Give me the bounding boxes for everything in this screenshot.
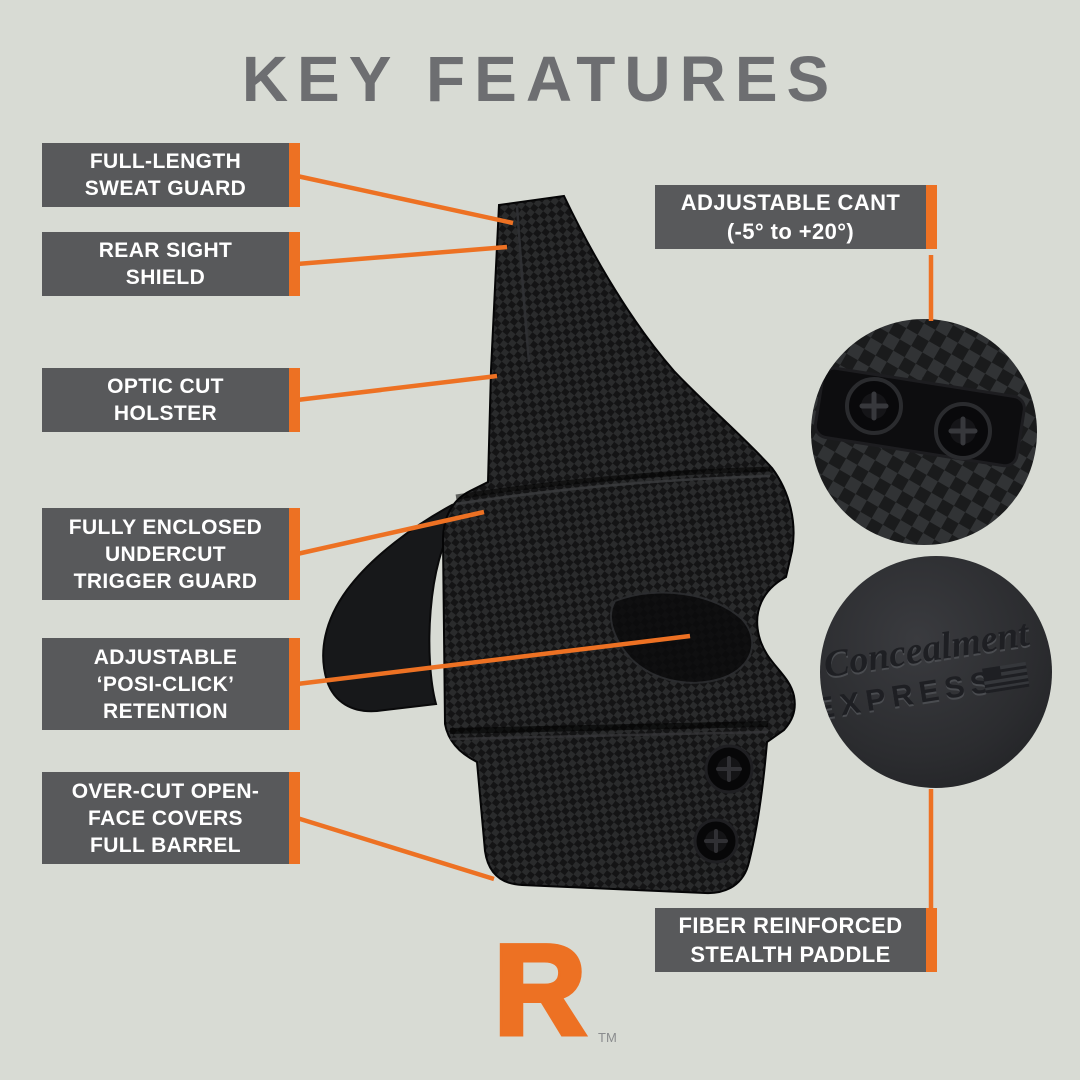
callout-line: TRIGGER GUARD [73,569,258,593]
holster-mid-seam [449,721,769,734]
leader-line-optic-cut [296,373,498,403]
callout-line: UNDERCUT [104,542,227,566]
cant-inset-screw-left [845,377,903,435]
callout-line: STEALTH PADDLE [690,942,891,967]
leader-line-sweat-guard [296,173,514,226]
us-flag-icon [982,661,1030,694]
brand-inset-circle [820,556,1052,788]
cant-detail-inset [811,319,1037,545]
holster-body [441,194,796,895]
leader-line-trigger-guard [296,509,485,557]
holster [322,194,796,895]
leader-line-retention [296,633,691,687]
callout-line: (-5° to +20°) [726,219,855,244]
callout-line: OPTIC CUT [107,375,224,398]
callout-line: ADJUSTABLE [93,645,238,669]
callout-adjustable-posi-click-retention: ADJUSTABLE ‘POSI-CLICK’ RETENTION [42,638,300,730]
callout-over-cut-open-face: OVER-CUT OPEN- FACE COVERS FULL BARREL [42,772,300,864]
callout-full-length-sweat-guard: FULL-LENGTH SWEAT GUARD [42,143,300,207]
callout-fully-enclosed-undercut-trigger-guard: FULLY ENCLOSED UNDERCUT TRIGGER GUARD [42,508,300,600]
callout-line: FULL-LENGTH [89,150,242,173]
holster-sweatguard-edge [515,205,531,363]
page-title: KEY FEATURES [241,43,839,115]
callout-line: SWEAT GUARD [84,177,247,200]
brand-logo-inset: Concealment Concealment EXPRESS EXPRESS [820,556,1052,788]
callout-fiber-reinforced-stealth-paddle: FIBER REINFORCED STEALTH PADDLE [655,908,937,972]
callout-rear-sight-shield: REAR SIGHT SHIELD [42,232,300,296]
brand-mark: R TM [491,917,617,1065]
retention-screw-lower [693,818,739,864]
callout-line: SHIELD [125,266,206,289]
callout-adjustable-cant: ADJUSTABLE CANT (-5° to +20°) [655,185,937,249]
holster-slide-ridge-highlight [455,474,771,506]
callout-optic-cut-holster: OPTIC CUT HOLSTER [42,368,300,432]
callout-line: ‘POSI-CLICK’ [96,672,235,696]
holster-slide-ridge [455,466,771,500]
callout-line: FULLY ENCLOSED [68,515,263,539]
callout-line: REAR SIGHT [98,239,233,262]
callout-line: HOLSTER [113,402,218,425]
leader-line-rear-sight [296,244,508,267]
leader-lines [296,173,934,908]
leader-line-over-cut [296,815,495,882]
callout-line: RETENTION [103,699,228,723]
callout-line: OVER-CUT OPEN- [71,779,260,803]
trademark-text: TM [598,1030,617,1045]
cant-inset-screw-right [934,402,992,460]
callout-line: ADJUSTABLE CANT [680,190,901,215]
callout-line: FIBER REINFORCED [678,913,903,938]
brand-r-logo: R [494,919,586,1062]
retention-screw-upper [704,744,754,794]
holster-mid-seam-highlight [449,730,769,741]
callout-line: FACE COVERS [88,806,243,830]
callout-line: FULL BARREL [89,833,241,857]
